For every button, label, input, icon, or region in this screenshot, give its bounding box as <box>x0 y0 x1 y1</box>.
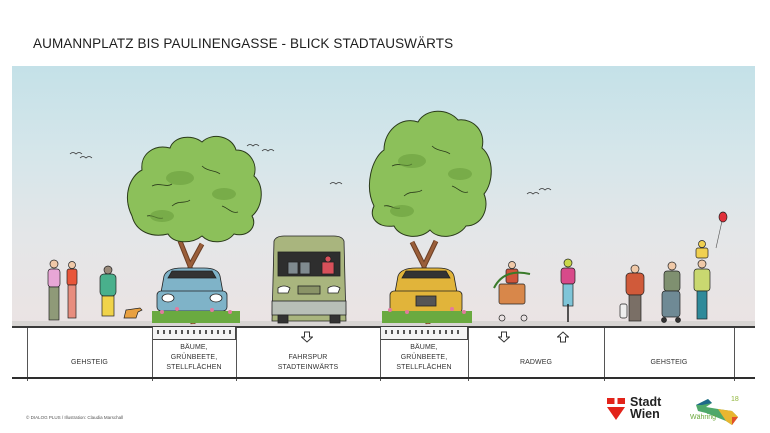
section-divider <box>152 328 154 381</box>
planter-box-right <box>380 327 468 340</box>
section-divider <box>468 328 470 381</box>
page-title: AUMANNPLATZ BIS PAULINENGASSE - BLICK ST… <box>33 36 454 51</box>
arrow-down-icon <box>498 331 510 343</box>
man-with-stroller-icon <box>661 261 681 323</box>
stadt-wien-logo: Stadt Wien <box>607 396 661 420</box>
segment-label-fahrspur: FAHRSPUR STADTEINWÄRTS <box>277 354 339 371</box>
segment-label-baeume-left: BÄUME, GRÜNBEETE, STELLFLÄCHEN <box>166 344 222 371</box>
blue-car-icon <box>156 267 228 312</box>
flower-bed-right-icon <box>382 307 472 323</box>
planter-box-left <box>152 327 236 340</box>
arrow-up-icon <box>557 331 569 343</box>
planter-pattern <box>385 330 463 334</box>
section-divider <box>27 328 29 381</box>
section-divider <box>734 328 736 381</box>
planter-pattern <box>157 330 231 334</box>
section-divider <box>604 328 606 381</box>
credit-text: © DIALOG PLUS / Illustration: Claudia Ma… <box>26 415 124 420</box>
segment-label-baeume-right: BÄUME, GRÜNBEETE, STELLFLÄCHEN <box>396 344 452 371</box>
segment-label-radweg: RADWEG <box>519 359 553 366</box>
street-cross-section-illustration <box>12 66 755 327</box>
yellow-car-icon <box>389 267 463 314</box>
birds-icon <box>69 144 552 195</box>
table-bottom-line <box>12 377 755 379</box>
woman-child-balloon-icon <box>693 211 728 320</box>
woman-with-dog-icon <box>99 265 143 319</box>
arrow-down-icon <box>301 331 313 343</box>
cargo-bike-icon <box>493 261 531 322</box>
cyclist-icon <box>560 258 576 322</box>
vienna-shield-icon <box>607 397 625 420</box>
section-divider <box>236 328 238 381</box>
van-icon <box>271 235 347 324</box>
tree-left-icon <box>127 135 262 325</box>
waehring-logo: Währing 18 <box>688 395 750 427</box>
waehring-district-shape-icon <box>696 399 738 425</box>
pedestrian-couple-icon <box>47 259 78 321</box>
segment-label-gehsteig-left: GEHSTEIG <box>71 359 108 366</box>
elderly-man-with-dog-icon <box>619 264 645 322</box>
segment-label-gehsteig-right: GEHSTEIG <box>650 359 688 366</box>
section-divider <box>380 328 382 381</box>
flower-bed-left-icon <box>152 307 240 323</box>
